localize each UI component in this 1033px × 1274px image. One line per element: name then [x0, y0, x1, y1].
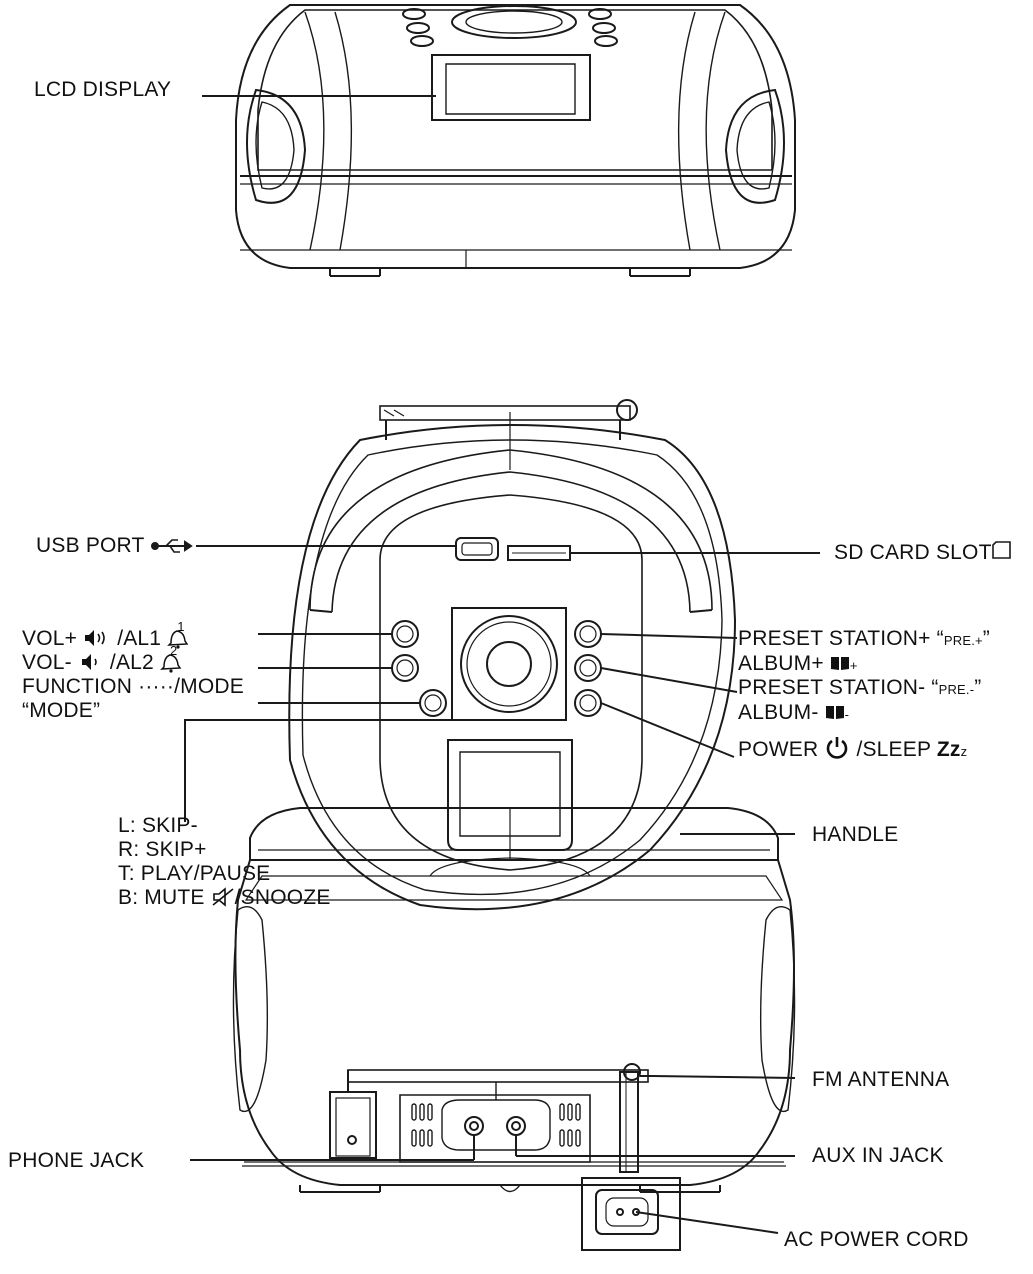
- sleep-z-small: z: [960, 744, 968, 759]
- dpad-bottom-suffix: /SNOOZE: [234, 886, 331, 909]
- album-plus-label-row: ALBUM+ +: [738, 652, 858, 678]
- lcd-display-label: LCD DISPLAY: [34, 78, 172, 101]
- preset-minus-label-row: PRESET STATION- “PRE.-”: [738, 676, 981, 702]
- vol-minus-label: VOL-: [22, 651, 72, 674]
- vol-plus-label-row: VOL+ /AL1 1: [22, 619, 189, 651]
- power-label: POWER: [738, 738, 819, 761]
- function-mode-label: FUNCTION ·····/MODE: [22, 675, 244, 698]
- phone-jack-label: PHONE JACK: [8, 1149, 145, 1172]
- aux-in-jack-label: AUX IN JACK: [812, 1144, 944, 1167]
- alarm-bell-icon: 2: [160, 643, 182, 673]
- alarm-bell-icon: 1: [167, 619, 189, 649]
- dpad-bottom-prefix: B: MUTE: [118, 886, 205, 909]
- ac-power-cord-label: AC POWER CORD: [784, 1228, 969, 1251]
- power-sleep-label-row: POWER /SLEEP Zzz: [738, 736, 967, 764]
- speaker-soft-icon: [78, 653, 104, 671]
- vol-plus-suffix: /AL1: [117, 627, 162, 650]
- handle-label: HANDLE: [812, 823, 899, 846]
- preset-minus-close-quote: ”: [974, 676, 982, 699]
- speaker-loud-icon: [83, 629, 111, 647]
- power-icon: [824, 736, 850, 760]
- vol-minus-label-row: VOL- /AL2 2: [22, 643, 182, 675]
- usb-port-label: USB PORT: [36, 534, 145, 557]
- vol-minus-suffix: /AL2: [109, 651, 154, 674]
- book-icon: [825, 702, 845, 719]
- album-plus-label: ALBUM+: [738, 652, 824, 675]
- book-icon: [830, 653, 850, 670]
- album-minus-label-row: ALBUM- -: [738, 701, 849, 727]
- dpad-top-label: T: PLAY/PAUSE: [118, 862, 271, 885]
- album-plus-sign: +: [849, 658, 858, 673]
- album-minus-sign: -: [844, 707, 850, 722]
- mode-quote-label: “MODE”: [22, 699, 101, 722]
- album-minus-label: ALBUM-: [738, 701, 819, 724]
- alarm1-index: 1: [177, 619, 185, 634]
- mute-icon: [211, 887, 235, 907]
- preset-plus-label: PRESET STATION+ “: [738, 627, 944, 650]
- dpad-bottom-label-row: B: MUTE /SNOOZE: [118, 886, 331, 910]
- dpad-right-label: R: SKIP+: [118, 838, 207, 861]
- sleep-z-label: Zz: [936, 738, 961, 761]
- preset-plus-close-quote: ”: [982, 627, 990, 650]
- sd-card-slot-label: SD CARD SLOT: [834, 541, 992, 564]
- vol-plus-label: VOL+: [22, 627, 78, 650]
- dpad-left-label: L: SKIP-: [118, 814, 198, 837]
- preset-minus-label: PRESET STATION- “: [738, 676, 939, 699]
- preset-plus-small: PRE.+: [943, 633, 983, 648]
- preset-minus-small: PRE.-: [938, 682, 975, 697]
- alarm2-index: 2: [169, 643, 178, 658]
- fm-antenna-label: FM ANTENNA: [812, 1068, 950, 1091]
- sleep-label: /SLEEP: [856, 738, 931, 761]
- preset-plus-label-row: PRESET STATION+ “PRE.+”: [738, 627, 990, 653]
